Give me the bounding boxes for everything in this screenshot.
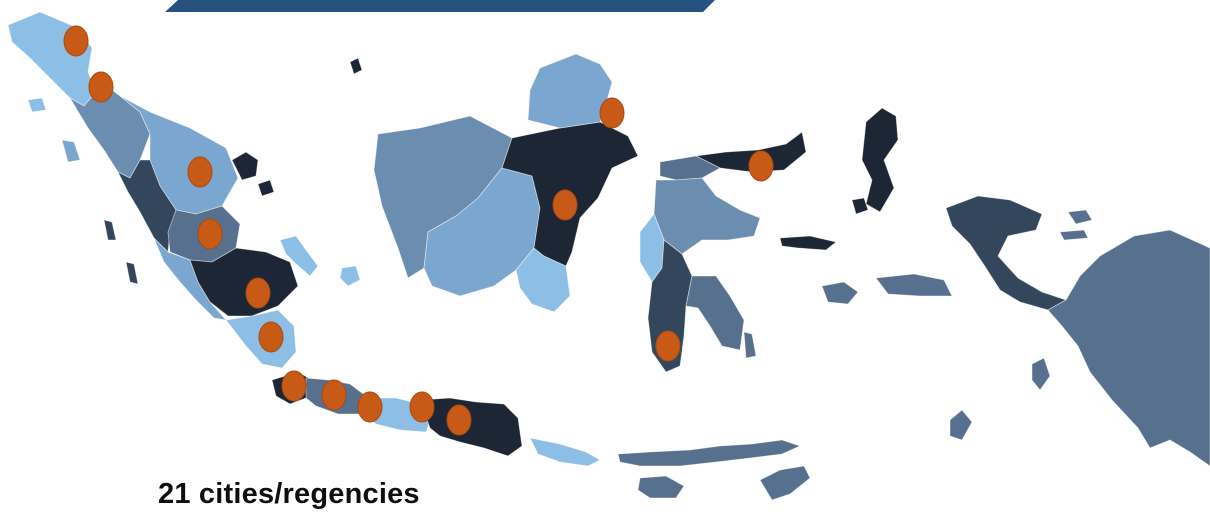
papua-island xyxy=(945,195,1210,467)
city-marker xyxy=(187,156,213,188)
island-simeulue xyxy=(27,97,47,113)
city-marker xyxy=(446,404,472,436)
city-marker xyxy=(552,189,578,221)
region-riau-islands-3 xyxy=(349,57,363,75)
region-maluku-buru xyxy=(821,281,859,305)
region-south-sumatra xyxy=(189,247,299,317)
region-maluku-seram xyxy=(875,273,953,297)
city-marker xyxy=(321,379,347,411)
island-tanimbar xyxy=(949,409,973,441)
caption-text: 21 cities/regencies xyxy=(158,478,420,510)
island-mentawai-2 xyxy=(125,261,139,285)
region-southeast-sulawesi xyxy=(685,275,745,351)
city-marker xyxy=(245,277,271,309)
island-sumba xyxy=(637,475,685,499)
city-marker xyxy=(748,150,774,182)
region-north-maluku xyxy=(861,107,899,213)
city-marker xyxy=(281,370,307,402)
island-mentawai xyxy=(103,219,117,241)
region-ntt xyxy=(617,439,802,467)
region-north-kalimantan xyxy=(527,53,613,129)
city-marker xyxy=(599,97,625,129)
kalimantan-island xyxy=(373,53,639,313)
island-biak xyxy=(1067,209,1093,225)
region-east-java xyxy=(419,397,523,457)
city-marker xyxy=(655,330,681,362)
region-aceh xyxy=(7,11,97,107)
region-west-papua xyxy=(945,195,1067,311)
island-yapen xyxy=(1059,229,1089,241)
city-marker xyxy=(63,25,89,57)
island-halmahera-2 xyxy=(851,197,869,215)
region-bangka-belitung-2 xyxy=(339,265,361,287)
region-north-sulawesi xyxy=(694,131,807,173)
region-bangka-belitung xyxy=(279,235,319,277)
island-buton xyxy=(743,331,757,359)
city-marker xyxy=(258,321,284,353)
sumatra-island xyxy=(7,11,363,369)
header-banner xyxy=(165,0,715,12)
region-riau-islands-2 xyxy=(257,179,275,197)
island-timor xyxy=(759,465,811,501)
island-sula xyxy=(779,235,837,251)
maluku-islands xyxy=(779,107,1051,441)
city-marker xyxy=(357,391,383,423)
region-riau-islands xyxy=(231,151,259,181)
city-marker xyxy=(197,218,223,250)
region-central-sulawesi xyxy=(653,177,761,255)
island-nias xyxy=(61,139,81,163)
city-markers xyxy=(63,25,774,436)
region-bali-ntb xyxy=(529,437,601,467)
region-papua xyxy=(1047,229,1210,467)
city-marker xyxy=(88,71,114,103)
city-marker xyxy=(409,391,435,423)
island-maluku-south xyxy=(1031,357,1051,391)
